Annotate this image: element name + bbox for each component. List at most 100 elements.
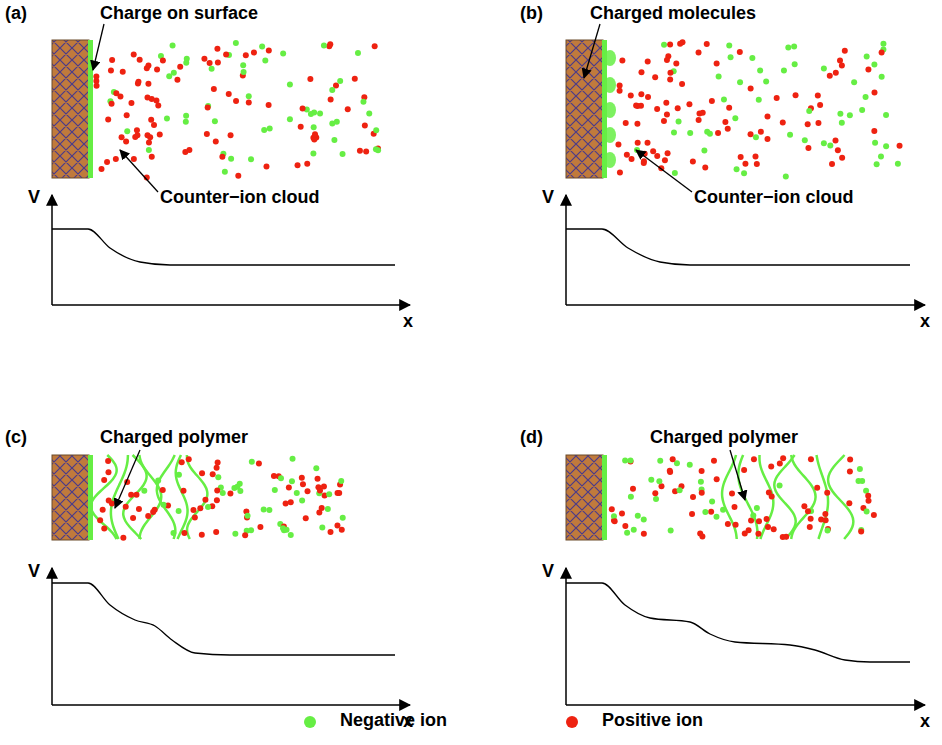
ion <box>726 105 732 111</box>
ion <box>700 110 706 116</box>
ion <box>741 170 747 176</box>
ion <box>615 141 621 147</box>
ion <box>696 117 702 123</box>
ion <box>664 57 670 63</box>
ion <box>345 106 351 112</box>
leader-arrow <box>730 450 745 500</box>
ion <box>769 494 775 500</box>
ion <box>331 137 337 143</box>
ion <box>749 55 755 61</box>
ion <box>242 532 248 538</box>
ion <box>725 126 731 132</box>
ion <box>648 477 654 483</box>
callout-label: Counter−ion cloud <box>694 188 854 208</box>
ion <box>336 490 342 496</box>
ion <box>824 490 830 496</box>
ion <box>734 166 740 172</box>
ion <box>266 102 272 108</box>
ion <box>654 153 660 159</box>
ion <box>183 119 189 125</box>
ion <box>261 127 267 133</box>
panel-label: (d) <box>520 428 543 448</box>
ion <box>307 76 313 82</box>
leader-arrow <box>115 450 140 508</box>
ion <box>722 119 728 125</box>
ion <box>663 100 669 106</box>
ion <box>321 483 327 489</box>
ion <box>263 164 269 170</box>
ion <box>233 40 239 46</box>
ion <box>321 42 327 48</box>
ion <box>698 479 704 485</box>
ion <box>657 458 663 464</box>
ion <box>847 468 853 474</box>
ion <box>871 512 877 518</box>
ion <box>667 41 673 47</box>
legend-text: Positive ion <box>602 711 703 731</box>
ion <box>748 131 754 137</box>
ion <box>329 87 335 93</box>
ion <box>677 41 683 47</box>
v-axis <box>565 568 567 705</box>
ion <box>785 44 791 50</box>
ion <box>737 79 743 85</box>
ion <box>211 86 217 92</box>
ion <box>883 143 889 149</box>
ion <box>774 95 780 101</box>
polymer-chain <box>816 455 828 539</box>
x-axis <box>566 304 925 306</box>
ion <box>638 69 644 75</box>
ion <box>362 123 368 129</box>
ion <box>249 459 255 465</box>
ion <box>832 138 838 144</box>
ion-dots <box>97 456 205 540</box>
ion <box>278 475 284 481</box>
ion <box>619 58 625 64</box>
surface-charge <box>602 455 607 540</box>
ion <box>131 156 137 162</box>
ion <box>251 50 257 56</box>
ion <box>328 529 334 535</box>
ion <box>289 478 295 484</box>
ion <box>190 507 196 513</box>
ion <box>733 522 739 528</box>
ion <box>859 107 865 113</box>
ion <box>197 505 203 511</box>
ion <box>176 472 182 478</box>
ion <box>228 156 234 162</box>
ion <box>823 517 829 523</box>
ion <box>174 77 180 83</box>
ion <box>709 498 715 504</box>
ion <box>360 99 366 105</box>
ion <box>664 112 670 118</box>
ion <box>192 514 198 520</box>
ion-dots <box>609 456 720 539</box>
ion <box>780 455 786 461</box>
ion <box>842 48 848 54</box>
ion <box>287 82 293 88</box>
ion <box>287 116 293 122</box>
ion <box>228 132 234 138</box>
ion <box>245 513 251 519</box>
potential-graph <box>566 195 925 305</box>
ion <box>645 140 651 146</box>
ion <box>210 471 216 477</box>
ion <box>280 51 286 57</box>
ion <box>808 456 814 462</box>
ion <box>150 509 156 515</box>
ion <box>617 88 623 94</box>
ion <box>141 488 147 494</box>
ion <box>157 131 163 137</box>
ion-dots <box>615 41 681 176</box>
ion <box>109 101 115 107</box>
ion <box>765 524 771 530</box>
ion <box>699 534 705 540</box>
ion <box>153 98 159 104</box>
callout-label: Counter−ion cloud <box>160 188 320 208</box>
ion <box>219 154 225 160</box>
ion <box>215 60 221 66</box>
ion <box>866 498 872 504</box>
ion <box>612 518 618 524</box>
